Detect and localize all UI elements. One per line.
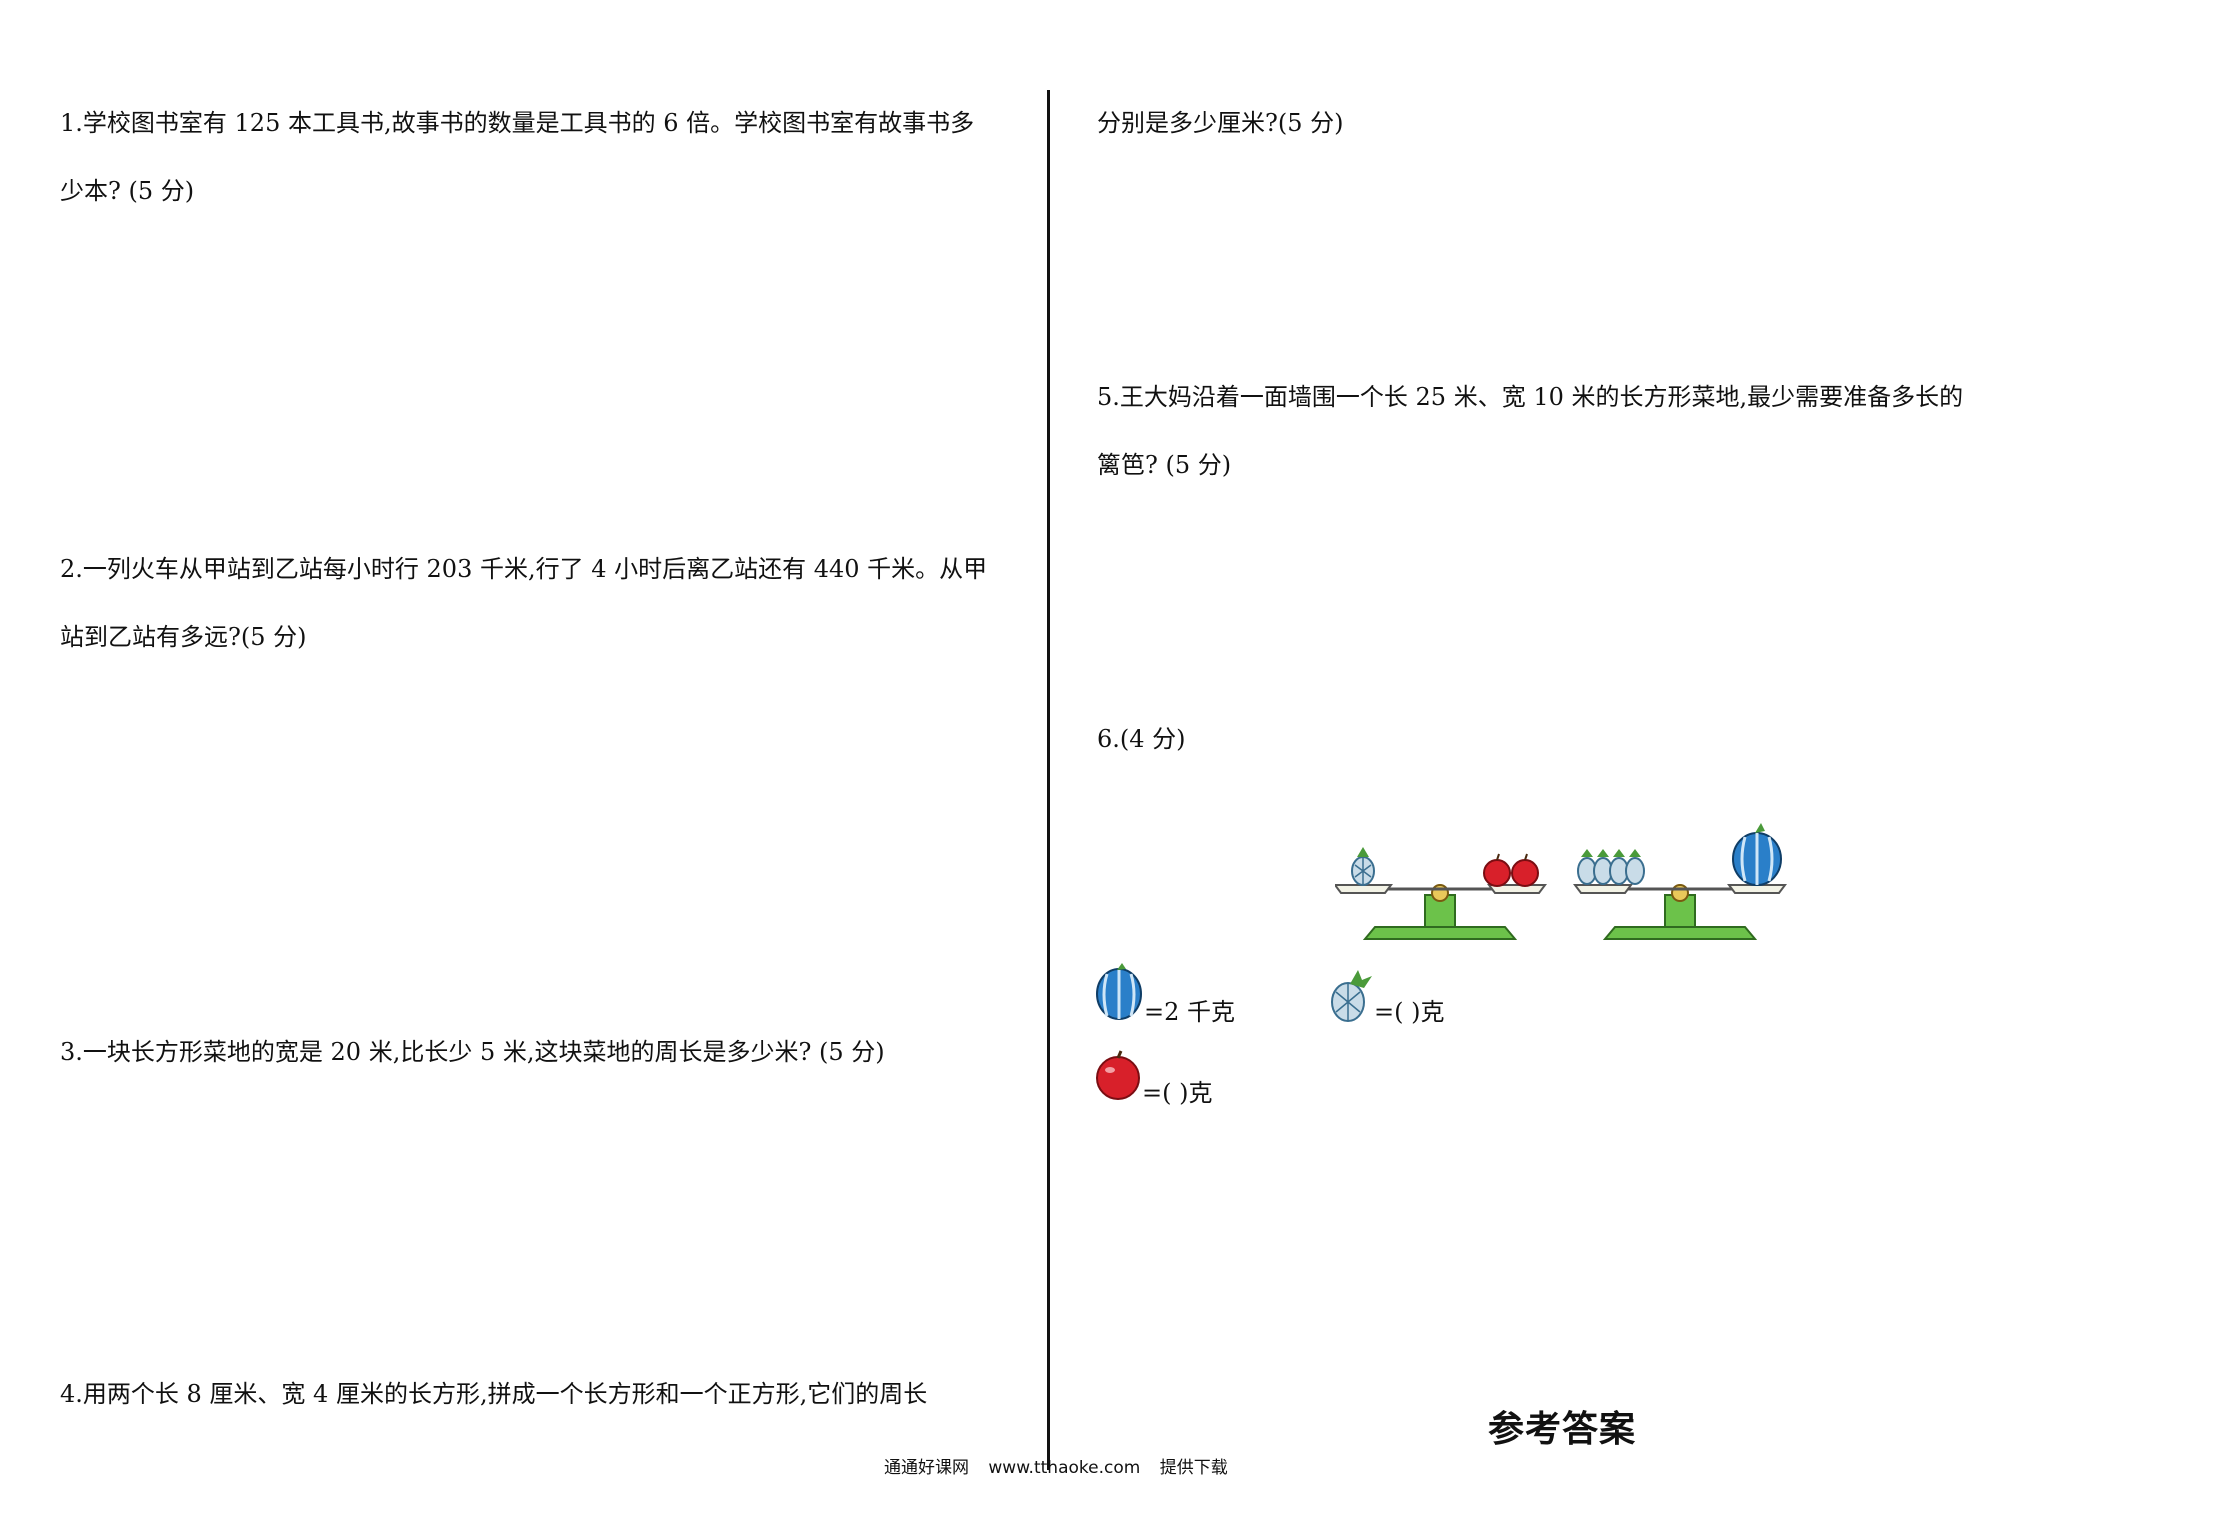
question-6-label: 6.(4 分)	[1097, 725, 1186, 753]
question-4-line1: 4.用两个长 8 厘米、宽 4 厘米的长方形,拼成一个长方形和一个正方形,它们的…	[60, 1380, 928, 1408]
question-6: 6.(4 分)	[1097, 722, 1186, 756]
question-2-line2: 站到乙站有多远?(5 分)	[60, 623, 307, 651]
watermelon-icon	[1732, 823, 1782, 886]
footer-site: 通通好课网	[884, 1458, 969, 1478]
question-5: 5.王大妈沿着一面墙围一个长 25 米、宽 10 米的长方形菜地,最少需要准备多…	[1097, 380, 1963, 482]
pineapple-icon	[1625, 849, 1645, 885]
pineapple-icon	[1609, 849, 1629, 885]
column-divider	[1047, 90, 1050, 1470]
question-4-line2: 分别是多少厘米?(5 分)	[1097, 109, 1344, 137]
question-1-line2: 少本? (5 分)	[60, 177, 195, 205]
question-2-line1: 2.一列火车从甲站到乙站每小时行 203 千米,行了 4 小时后离乙站还有 44…	[60, 555, 988, 583]
question-4-continued: 分别是多少厘米?(5 分)	[1097, 106, 1344, 140]
question-1: 1.学校图书室有 125 本工具书,故事书的数量是工具书的 6 倍。学校图书室有…	[60, 106, 974, 208]
apple-icon	[1511, 853, 1539, 887]
question-5-line1: 5.王大妈沿着一面墙围一个长 25 米、宽 10 米的长方形菜地,最少需要准备多…	[1097, 383, 1964, 411]
pineapple-icon	[1577, 849, 1597, 885]
question-3-line1: 3.一块长方形菜地的宽是 20 米,比长少 5 米,这块菜地的周长是多少米? (…	[60, 1038, 885, 1066]
scale-right	[1573, 823, 1787, 940]
footer: 通通好课网 www.tthaoke.com 提供下载	[884, 1453, 1242, 1478]
question-4: 4.用两个长 8 厘米、宽 4 厘米的长方形,拼成一个长方形和一个正方形,它们的…	[60, 1377, 927, 1411]
balance-scales-illustration	[1335, 823, 1787, 940]
apple-equation: =( )克	[1142, 1079, 1213, 1107]
footer-url[interactable]: www.tthaoke.com	[988, 1458, 1141, 1478]
answer-key-title: 参考答案	[1488, 1409, 1637, 1450]
question-1-line1: 1.学校图书室有 125 本工具书,故事书的数量是工具书的 6 倍。学校图书室有…	[60, 109, 975, 137]
watermelon-equation: =2 千克	[1144, 998, 1236, 1026]
pineapple-equation: =( )克	[1374, 998, 1445, 1026]
footer-note: 提供下载	[1159, 1458, 1228, 1478]
scale-left	[1335, 847, 1547, 940]
pineapple-icon	[1351, 847, 1375, 886]
question-5-line2: 篱笆? (5 分)	[1097, 451, 1232, 479]
pineapple-icon	[1593, 849, 1613, 885]
apple-icon	[1483, 853, 1511, 887]
question-3: 3.一块长方形菜地的宽是 20 米,比长少 5 米,这块菜地的周长是多少米? (…	[60, 1035, 885, 1069]
watermelon-icon	[1096, 963, 1142, 1020]
question-2: 2.一列火车从甲站到乙站每小时行 203 千米,行了 4 小时后离乙站还有 44…	[60, 552, 987, 654]
apple-icon	[1096, 1050, 1140, 1100]
pineapple-icon	[1331, 970, 1372, 1022]
